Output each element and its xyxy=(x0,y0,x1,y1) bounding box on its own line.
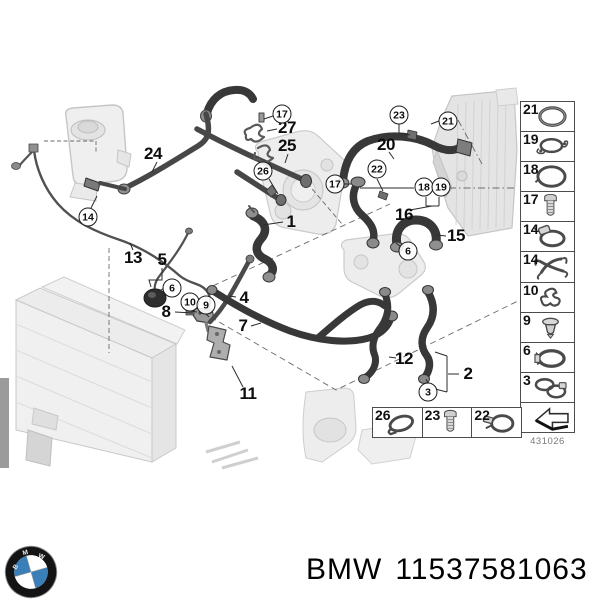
callout-circled-6[interactable]: 6 xyxy=(162,278,182,298)
callout-16[interactable]: 16 xyxy=(395,205,413,224)
callout-circled-9[interactable]: 9 xyxy=(196,295,216,315)
clamp-spring-icon xyxy=(527,252,574,281)
part-box-number: 9 xyxy=(523,311,531,328)
engine-block xyxy=(431,87,519,237)
part-box-number: 14 xyxy=(523,221,539,238)
back-arrow-box[interactable] xyxy=(521,402,574,433)
clip-icon xyxy=(527,283,574,312)
callout-circled-17[interactable]: 17 xyxy=(272,104,292,124)
bolt-icon xyxy=(429,408,472,437)
part-box-number: 23 xyxy=(424,407,441,423)
coolant-hose-1 xyxy=(245,205,277,283)
leader-lines xyxy=(90,115,459,393)
bmw-logo-letter-b: B xyxy=(12,563,21,571)
callout-circled-14[interactable]: 14 xyxy=(78,207,98,227)
part-box-number: 19 xyxy=(523,131,539,148)
callout-24[interactable]: 24 xyxy=(144,144,162,163)
part-box-number: 21 xyxy=(523,101,539,117)
callout-circled-19[interactable]: 19 xyxy=(431,177,451,197)
bmw-logo-letter-w: W xyxy=(37,553,46,562)
coolant-pipe-24 xyxy=(83,85,257,195)
callout-circled-21[interactable]: 21 xyxy=(438,111,458,131)
coolant-hose-20 xyxy=(336,129,473,189)
bottom-part-box-22[interactable]: 22 xyxy=(472,407,522,437)
sidebar-part-box-9[interactable]: 9 xyxy=(521,311,574,343)
bracket-11 xyxy=(206,325,231,361)
callout-8[interactable]: 8 xyxy=(161,302,171,321)
callout-2[interactable]: 2 xyxy=(463,364,473,383)
part-number-title: BMW 11537581063 xyxy=(306,553,588,587)
small-parts-bottom-row: 26 23 22 xyxy=(372,407,522,438)
part-box-number: 18 xyxy=(523,161,539,178)
hoses xyxy=(11,85,473,384)
callout-5[interactable]: 5 xyxy=(157,250,167,269)
part-box-number: 26 xyxy=(375,407,391,423)
coolant-hose-12 xyxy=(358,287,392,384)
callout-11[interactable]: 11 xyxy=(239,384,257,403)
sidebar-part-box-17[interactable]: 17 xyxy=(521,191,574,223)
gasket-icon xyxy=(527,132,574,161)
coolant-hose-2 xyxy=(418,285,437,384)
sidebar-part-box-14[interactable]: 14 xyxy=(521,251,574,283)
clips-27 xyxy=(243,112,275,164)
sidebar-part-box-21[interactable]: 21 xyxy=(521,101,574,133)
callout-circled-6[interactable]: 6 xyxy=(398,241,418,261)
sidebar-part-box-6[interactable]: 6 xyxy=(521,341,574,373)
part-box-number: 22 xyxy=(474,407,490,423)
sidebar-part-box-10[interactable]: 10 xyxy=(521,281,574,313)
clamp-screw-icon xyxy=(478,408,521,437)
o-ring-icon xyxy=(527,102,574,131)
part-number-text: 11537581063 xyxy=(395,553,588,586)
callout-1[interactable]: 1 xyxy=(286,212,296,231)
brand-text: BMW xyxy=(306,553,383,586)
sidebar-part-box-19[interactable]: 19 xyxy=(521,131,574,163)
part-box-number: 6 xyxy=(523,341,531,358)
part-box-number: 17 xyxy=(523,191,539,208)
clamp-worm-icon xyxy=(527,222,574,251)
callout-4[interactable]: 4 xyxy=(239,288,249,307)
small-parts-sidebar: 21 19 18 17 14 14 10 9 6 3 xyxy=(520,101,575,433)
callout-20[interactable]: 20 xyxy=(377,135,395,154)
callout-13[interactable]: 13 xyxy=(124,248,142,267)
rivet-icon xyxy=(527,313,574,342)
part-box-number: 3 xyxy=(523,371,531,388)
part-box-number: 14 xyxy=(523,251,539,268)
clamp-pair-icon xyxy=(527,373,574,402)
callout-circled-22[interactable]: 22 xyxy=(367,159,387,179)
callout-circled-3[interactable]: 3 xyxy=(418,382,438,402)
diagram-number: 431026 xyxy=(530,436,565,447)
sidebar-part-box-3[interactable]: 3 xyxy=(521,371,574,403)
bmw-logo-letter-m: M xyxy=(22,549,29,557)
callout-7[interactable]: 7 xyxy=(238,316,248,335)
callout-circled-23[interactable]: 23 xyxy=(389,105,409,125)
coolant-hose-7 xyxy=(206,285,398,345)
o-ring-large-icon xyxy=(527,162,574,191)
callout-12[interactable]: 12 xyxy=(395,349,413,368)
bolt-icon xyxy=(527,192,574,221)
hose-5-grommet xyxy=(143,227,193,308)
sidebar-part-box-18[interactable]: 18 xyxy=(521,161,574,193)
sidebar-part-box-14[interactable]: 14 xyxy=(521,221,574,253)
bmw-logo[interactable]: B M W xyxy=(3,544,59,600)
part-box-number: 10 xyxy=(523,281,539,298)
coolant-pipe-25 xyxy=(194,126,312,206)
clamp-band-icon xyxy=(527,343,574,372)
bottom-part-box-26[interactable]: 26 xyxy=(373,407,423,437)
clamp-tilt-icon xyxy=(379,408,422,437)
callout-15[interactable]: 15 xyxy=(447,226,465,245)
bottom-part-box-23[interactable]: 23 xyxy=(422,407,473,437)
arrow-left-icon xyxy=(527,403,574,432)
callout-circled-26[interactable]: 26 xyxy=(253,161,273,181)
callout-circled-17[interactable]: 17 xyxy=(325,174,345,194)
coolant-hose-16 xyxy=(349,176,389,249)
callout-25[interactable]: 25 xyxy=(278,136,296,155)
